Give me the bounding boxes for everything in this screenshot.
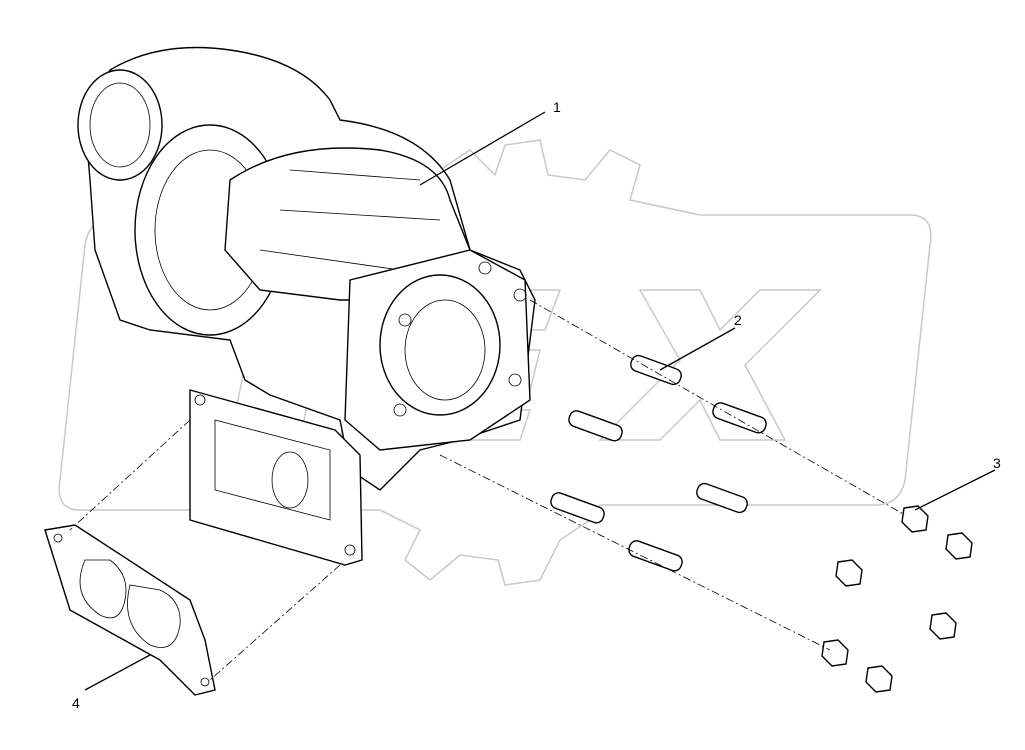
stud: [696, 482, 748, 514]
callout-4: 4: [72, 695, 80, 711]
stud: [568, 410, 623, 442]
nut: [945, 532, 973, 560]
nut: [821, 639, 849, 667]
nut: [835, 559, 863, 587]
studs: [550, 354, 767, 572]
nut: [901, 505, 929, 533]
callout-2: 2: [734, 312, 742, 328]
turbocharger: [77, 46, 536, 566]
gasket: [44, 524, 216, 696]
center-lines: [69, 299, 906, 681]
leader-lines: [84, 111, 996, 691]
stud: [630, 354, 682, 386]
nut: [865, 665, 893, 693]
callout-3: 3: [993, 455, 1001, 471]
nuts: [821, 505, 973, 693]
stud: [628, 540, 683, 572]
stud: [550, 492, 605, 524]
nut: [929, 612, 957, 640]
callout-1: 1: [553, 99, 561, 115]
stud: [712, 402, 767, 434]
